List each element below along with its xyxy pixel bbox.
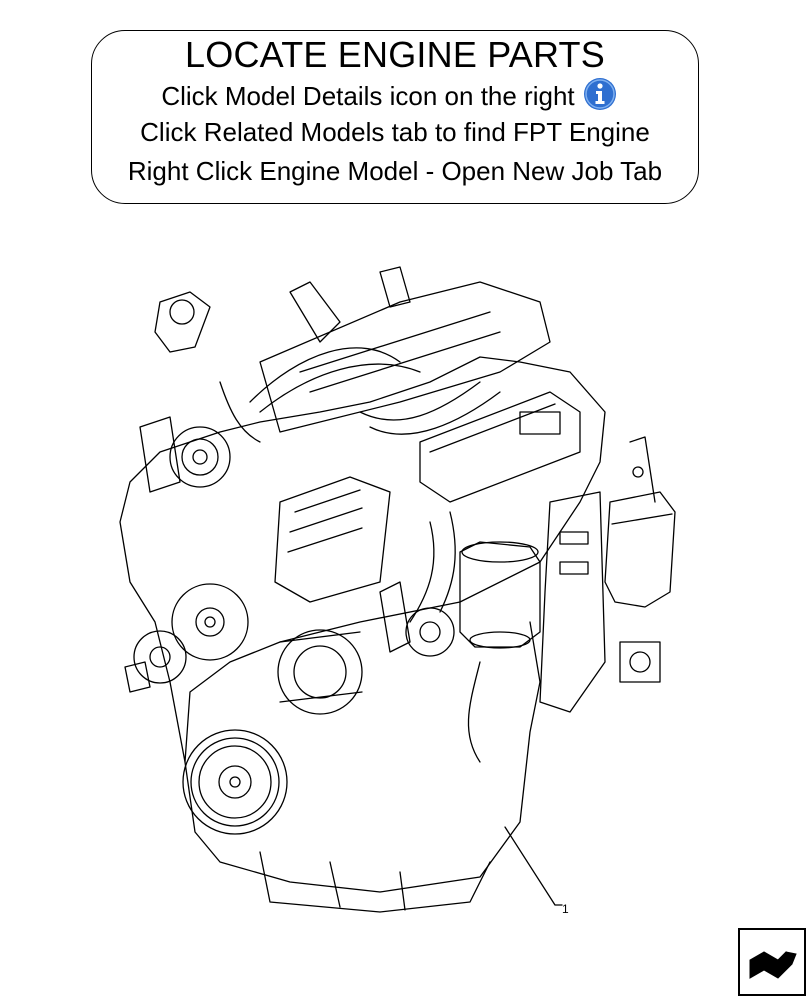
alternator <box>277 629 363 715</box>
next-page-button[interactable] <box>738 928 806 996</box>
oil-filter <box>604 436 676 608</box>
arrow-page-icon <box>749 951 797 979</box>
engine-illustration <box>119 266 676 913</box>
instruction-line-2: Click Related Models tab to find FPT Eng… <box>140 117 650 147</box>
instruction-line-1: Click Model Details icon on the right <box>80 77 698 111</box>
water-pump <box>124 583 249 693</box>
instruction-line-1-text: Click Model Details icon on the right <box>161 81 575 111</box>
instruction-line-3: Right Click Engine Model - Open New Job … <box>127 156 663 186</box>
piping <box>219 347 501 763</box>
intake-manifold <box>259 266 551 433</box>
turbocharger <box>139 291 231 493</box>
fuel-filter <box>459 541 541 649</box>
instruction-title: LOCATE ENGINE PARTS <box>185 34 605 75</box>
valve-cover <box>274 476 391 603</box>
fuel-injection-pump <box>379 581 455 657</box>
bracket <box>539 491 661 713</box>
instruction-box: LOCATE ENGINE PARTS Click Model Details … <box>91 30 699 204</box>
engine-block <box>119 356 606 913</box>
info-icon <box>583 77 617 111</box>
callout-label: 1 <box>562 902 569 916</box>
ecu-module <box>419 391 581 503</box>
crankshaft-pulley <box>182 729 288 835</box>
leader-line <box>504 826 563 906</box>
